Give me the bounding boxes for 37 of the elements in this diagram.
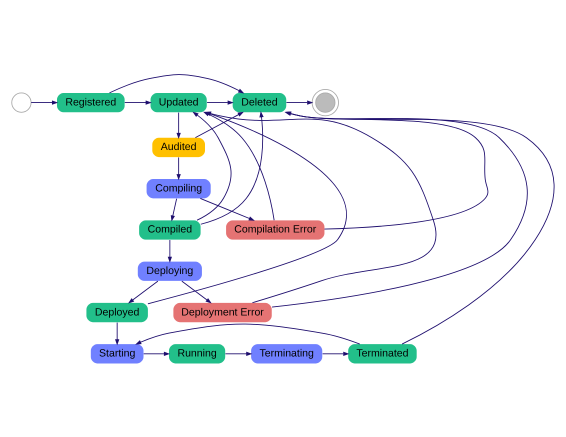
arrow xyxy=(272,111,528,307)
node-box: Deployment Error xyxy=(173,302,272,322)
node-box: Compilation Error xyxy=(226,220,324,240)
arrow xyxy=(176,112,181,139)
arrow xyxy=(206,100,234,104)
arrow xyxy=(124,100,152,104)
arrow xyxy=(109,74,244,93)
arrow xyxy=(286,100,314,104)
arrow xyxy=(168,239,172,262)
node-box: Updated xyxy=(150,92,207,112)
node-box: Registered xyxy=(57,92,125,112)
arrow xyxy=(135,323,360,344)
node-box: Compiling xyxy=(146,178,211,198)
node-box: Terminating xyxy=(251,344,322,363)
node-box: Deployed xyxy=(86,302,148,322)
node-circle xyxy=(11,92,32,112)
arrow xyxy=(284,111,555,344)
arrow xyxy=(115,322,120,345)
node-box: Terminated xyxy=(348,344,417,363)
node-circle xyxy=(312,88,339,116)
arrow xyxy=(200,198,255,220)
node-box: Running xyxy=(168,344,226,363)
node-box: Audited xyxy=(152,137,205,157)
arrow xyxy=(204,111,436,303)
arrow xyxy=(322,351,350,356)
arrow xyxy=(284,111,488,229)
arrow xyxy=(225,351,252,356)
node-box: Deploying xyxy=(138,261,202,280)
node-box: Compiled xyxy=(139,220,201,240)
arrow xyxy=(181,280,212,304)
node-box: Starting xyxy=(90,344,144,363)
node-box: Deleted xyxy=(232,92,286,112)
arrow xyxy=(170,198,178,222)
arrow xyxy=(30,100,58,104)
arrow xyxy=(128,280,158,304)
arrow xyxy=(176,156,181,180)
arrow xyxy=(143,351,170,356)
